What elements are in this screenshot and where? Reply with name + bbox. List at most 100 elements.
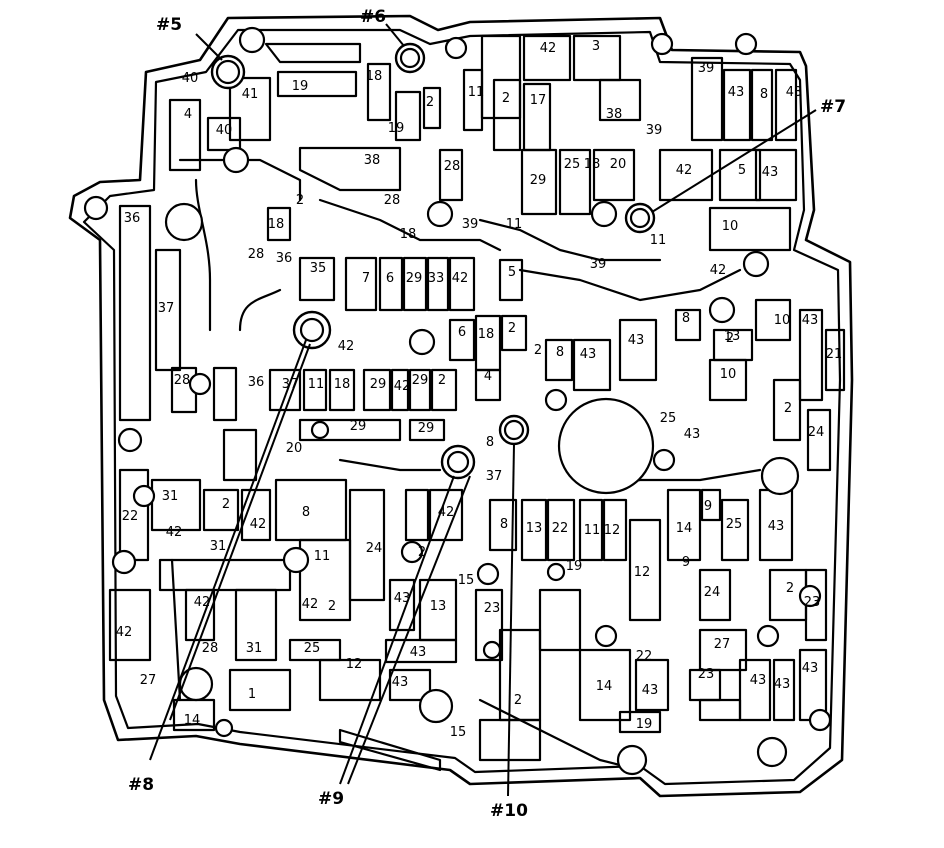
passage-label: 29 xyxy=(370,377,387,392)
passage-label: 43 xyxy=(580,347,597,362)
passage-label: 38 xyxy=(364,153,381,168)
passage-label: 36 xyxy=(248,375,265,390)
passage-label: 6 xyxy=(458,325,466,340)
passage-label: 28 xyxy=(248,247,265,262)
passage-label: 11 xyxy=(468,85,485,100)
passage-label: 21 xyxy=(826,347,843,362)
passage-label: 42 xyxy=(250,517,267,532)
passage-label: 35 xyxy=(310,261,327,276)
passage-label: 40 xyxy=(182,71,199,86)
passage-label: 23 xyxy=(484,601,501,616)
central-bore-hole xyxy=(557,397,655,495)
passage-label: 2 xyxy=(784,401,792,416)
passage-label: 43 xyxy=(684,427,701,442)
passage-label: 43 xyxy=(750,673,767,688)
passage-label: 42 xyxy=(394,379,411,394)
passage-label: 2 xyxy=(328,599,336,614)
passage-label: 2 xyxy=(514,693,522,708)
passage-label: 25 xyxy=(564,157,581,172)
callout-10: #10 xyxy=(490,801,528,821)
passage-label: 10 xyxy=(720,367,737,382)
passage-label: 2 xyxy=(726,331,734,346)
passage-label: 29 xyxy=(412,373,429,388)
passage-label: 38 xyxy=(606,107,623,122)
passage-label: 8 xyxy=(302,505,310,520)
passage-label: 37 xyxy=(158,301,175,316)
passage-label: 39 xyxy=(462,217,479,232)
passage-label: 33 xyxy=(428,271,445,286)
passage-label: 7 xyxy=(362,271,370,286)
passage-label: 23 xyxy=(698,667,715,682)
callout-leaders xyxy=(149,23,817,797)
passage-label: 22 xyxy=(552,521,569,536)
passage-label: 2 xyxy=(296,193,304,208)
passage-label: 23 xyxy=(804,595,821,610)
passage-label: 18 xyxy=(400,227,417,242)
passage-label: 29 xyxy=(350,419,367,434)
passage-label: 4 xyxy=(184,107,192,122)
passage-label: 43 xyxy=(802,313,819,328)
passage-label: 19 xyxy=(636,717,653,732)
passage-label: 42 xyxy=(338,339,355,354)
passage-label: 18 xyxy=(334,377,351,392)
passage-label: 5 xyxy=(508,265,516,280)
passage-label: 2 xyxy=(502,91,510,106)
passage-label: 9 xyxy=(704,499,712,514)
passage-label: 12 xyxy=(634,565,651,580)
passage-label: 43 xyxy=(410,645,427,660)
passage-label: 43 xyxy=(392,675,409,690)
passage-label: 28 xyxy=(444,159,461,174)
passage-label: 39 xyxy=(646,123,663,138)
passage-label: 43 xyxy=(774,677,791,692)
passage-label: 43 xyxy=(628,333,645,348)
passage-label: 24 xyxy=(704,585,721,600)
passage-label: 6 xyxy=(386,271,394,286)
callout-5: #5 xyxy=(156,15,182,35)
passage-label: 13 xyxy=(526,521,543,536)
bolt-holes xyxy=(83,26,832,776)
passage-label: 36 xyxy=(276,251,293,266)
check-balls xyxy=(210,42,656,480)
passage-label: 40 xyxy=(216,123,233,138)
passage-label: 5 xyxy=(738,163,746,178)
passage-label: 28 xyxy=(384,193,401,208)
callout-8: #8 xyxy=(128,775,154,795)
passage-label: 11 xyxy=(584,523,601,538)
passage-label: 1 xyxy=(248,687,256,702)
passage-label: 19 xyxy=(388,121,405,136)
passage-label: 15 xyxy=(450,725,467,740)
passage-label: 42 xyxy=(438,505,455,520)
passage-label: 42 xyxy=(676,163,693,178)
passage-label: 18 xyxy=(268,217,285,232)
passage-label: 2 xyxy=(438,373,446,388)
passage-label: 2 xyxy=(426,95,434,110)
passage-label: 20 xyxy=(610,157,627,172)
passage-label: 31 xyxy=(246,641,263,656)
callout-7: #7 xyxy=(820,97,846,117)
passage-label: 2 xyxy=(222,497,230,512)
passage-label: 31 xyxy=(162,489,179,504)
passage-label: 11 xyxy=(308,377,325,392)
callout-9: #9 xyxy=(318,789,344,809)
passage-label: 43 xyxy=(786,85,803,100)
passage-label: 12 xyxy=(346,657,363,672)
passage-label: 3 xyxy=(592,39,600,54)
passage-label: 41 xyxy=(242,87,259,102)
passage-label: 13 xyxy=(724,329,741,344)
passage-channels xyxy=(108,34,846,772)
passage-label: 22 xyxy=(122,509,139,524)
passage-label: 39 xyxy=(590,257,607,272)
passage-label: 29 xyxy=(406,271,423,286)
passage-label: 14 xyxy=(596,679,613,694)
passage-label: 31 xyxy=(210,539,227,554)
passage-label: 39 xyxy=(698,61,715,76)
passage-label: 20 xyxy=(286,441,303,456)
passage-label: 43 xyxy=(642,683,659,698)
passage-label: 42 xyxy=(166,525,183,540)
passage-label: 37 xyxy=(282,377,299,392)
passage-label: 18 xyxy=(366,69,383,84)
passage-label: 42 xyxy=(194,595,211,610)
passage-label: 42 xyxy=(302,597,319,612)
